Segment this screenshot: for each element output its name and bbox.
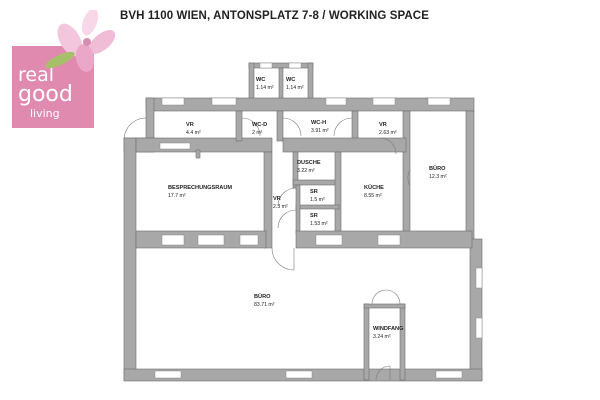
room-area-wc-left: 1.14 m² xyxy=(256,85,274,91)
wall-windfang-right xyxy=(399,303,406,381)
room-name-vr-top-left: VR xyxy=(186,122,194,128)
wall-dusche-bottom xyxy=(292,179,340,186)
room-name-sr-bottom: SR xyxy=(310,213,318,219)
window-top-4 xyxy=(372,97,396,106)
room-name-dusche: DUSCHE xyxy=(297,160,321,166)
room-name-wc-h: WC-H xyxy=(311,120,326,126)
wall-top-exterior xyxy=(145,97,475,112)
wall-corridor-bottom-left xyxy=(135,137,273,153)
room-area-dusche: 3.22 m² xyxy=(297,168,315,174)
room-name-buero-main: BÜRO xyxy=(254,293,271,300)
door-windfang-left-leaf xyxy=(371,289,387,305)
opening-lower-3 xyxy=(239,234,259,246)
door-buero-main xyxy=(271,247,295,271)
wall-corridor-bottom-right xyxy=(282,137,407,153)
room-area-buero-main: 83.71 m² xyxy=(254,302,275,308)
window-top-5 xyxy=(427,97,451,106)
door-wcd xyxy=(241,117,261,137)
room-area-vr-top-right: 2.63 m² xyxy=(379,130,397,136)
door-vr-right xyxy=(379,137,397,155)
room-name-vr-mid: VR xyxy=(273,196,281,202)
room-area-windfang: 3.24 m² xyxy=(373,334,391,340)
entry-door-left xyxy=(123,117,147,141)
window-wc-left xyxy=(259,62,273,69)
room-name-kueche: KÜCHE xyxy=(364,184,384,191)
room-name-sr-top: SR xyxy=(310,189,318,195)
room-area-kueche: 8.55 m² xyxy=(364,193,382,199)
window-bottom-2 xyxy=(285,370,313,379)
door-windfang-entry xyxy=(375,365,391,381)
wall-sr-right xyxy=(334,151,342,235)
logo-text-good: good xyxy=(18,82,73,107)
room-area-besprechung: 17.7 m² xyxy=(168,193,186,199)
wall-left-exterior xyxy=(123,137,137,381)
logo-text-living: living xyxy=(30,107,60,120)
door-windfang-right-leaf xyxy=(385,289,401,305)
wall-besprechung-right xyxy=(263,151,273,249)
window-bottom-3 xyxy=(435,370,463,379)
room-name-besprechung: BESPRECHUNGSRAUM xyxy=(168,185,232,191)
window-top-2 xyxy=(211,97,237,106)
window-right-2 xyxy=(475,317,483,339)
door-buero-small xyxy=(407,169,411,187)
wall-stub-besprechung xyxy=(195,149,201,159)
room-area-vr-top-left: 4.4 m² xyxy=(186,130,201,136)
wall-wc-annex-top xyxy=(248,62,314,69)
opening-lower-5 xyxy=(377,234,401,246)
window-bottom-1 xyxy=(154,370,182,379)
room-name-buero-small: BÜRO xyxy=(429,165,446,172)
door-sr-bottom xyxy=(277,209,297,229)
opening-lower-1 xyxy=(161,234,185,246)
door-wch-right xyxy=(333,117,353,137)
wall-sr-divider xyxy=(295,204,340,210)
wall-right-lower xyxy=(469,238,483,381)
wall-right-upper xyxy=(465,110,475,240)
wall-wch-vr xyxy=(351,110,359,142)
page-title: BVH 1100 WIEN, ANTONSPLATZ 7-8 / WORKING… xyxy=(120,10,429,22)
wall-wcd-wch xyxy=(276,110,284,142)
room-name-wc-right: WC xyxy=(286,77,295,83)
window-top-3 xyxy=(325,97,347,106)
room-name-wc-d: WC-D xyxy=(252,122,267,128)
room-name-windfang: WINDFANG xyxy=(373,326,403,332)
room-area-wc-h: 3.91 m² xyxy=(311,128,329,134)
room-area-sr-top: 1.5 m² xyxy=(310,197,325,203)
wall-windfang-top xyxy=(363,303,406,309)
door-wch xyxy=(282,117,302,137)
room-area-wc-d: 2 m² xyxy=(252,130,263,136)
door-sr-top xyxy=(277,187,297,207)
wall-vr-wcd xyxy=(235,110,243,142)
room-name-wc-left: WC xyxy=(256,77,265,83)
logo-text-real: real xyxy=(18,64,55,86)
room-area-wc-right: 1.14 m² xyxy=(286,85,304,91)
window-wc-right xyxy=(288,62,302,69)
opening-lower-2 xyxy=(197,234,225,246)
opening-lower-4 xyxy=(315,234,343,246)
window-top-1 xyxy=(161,97,185,106)
window-right-1 xyxy=(475,267,483,289)
room-area-vr-mid: 2.3 m² xyxy=(273,204,288,210)
opening-corridor-1 xyxy=(159,142,191,150)
wall-left-upper xyxy=(145,97,155,145)
room-area-sr-bottom: 1.53 m² xyxy=(310,221,328,227)
wall-windfang-left xyxy=(363,303,370,381)
wall-sr-left xyxy=(295,184,301,234)
room-name-vr-top-right: VR xyxy=(379,122,387,128)
room-area-buero-small: 12.3 m² xyxy=(429,174,447,180)
orchid-flower-icon xyxy=(45,10,116,72)
